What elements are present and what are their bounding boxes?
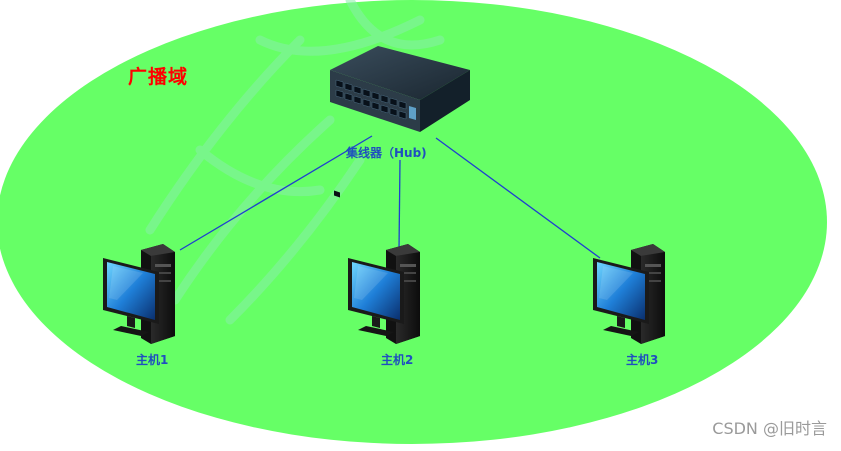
broadcast-domain-label: 广播域 [128, 66, 189, 88]
host-label-3: 主机3 [626, 353, 659, 367]
link-hub-host1 [179, 135, 373, 251]
host-label-2: 主机2 [381, 353, 414, 367]
hub-label: 集线器（Hub) [346, 146, 427, 160]
background-watermark-strokes [145, 0, 445, 325]
network-hub-icon [330, 46, 470, 198]
link-hub-host3 [435, 137, 601, 259]
host-label-1: 主机1 [136, 353, 169, 367]
csdn-watermark: CSDN @旧时言 [712, 419, 827, 438]
hub-links [179, 135, 601, 259]
link-hub-host2 [398, 159, 401, 251]
